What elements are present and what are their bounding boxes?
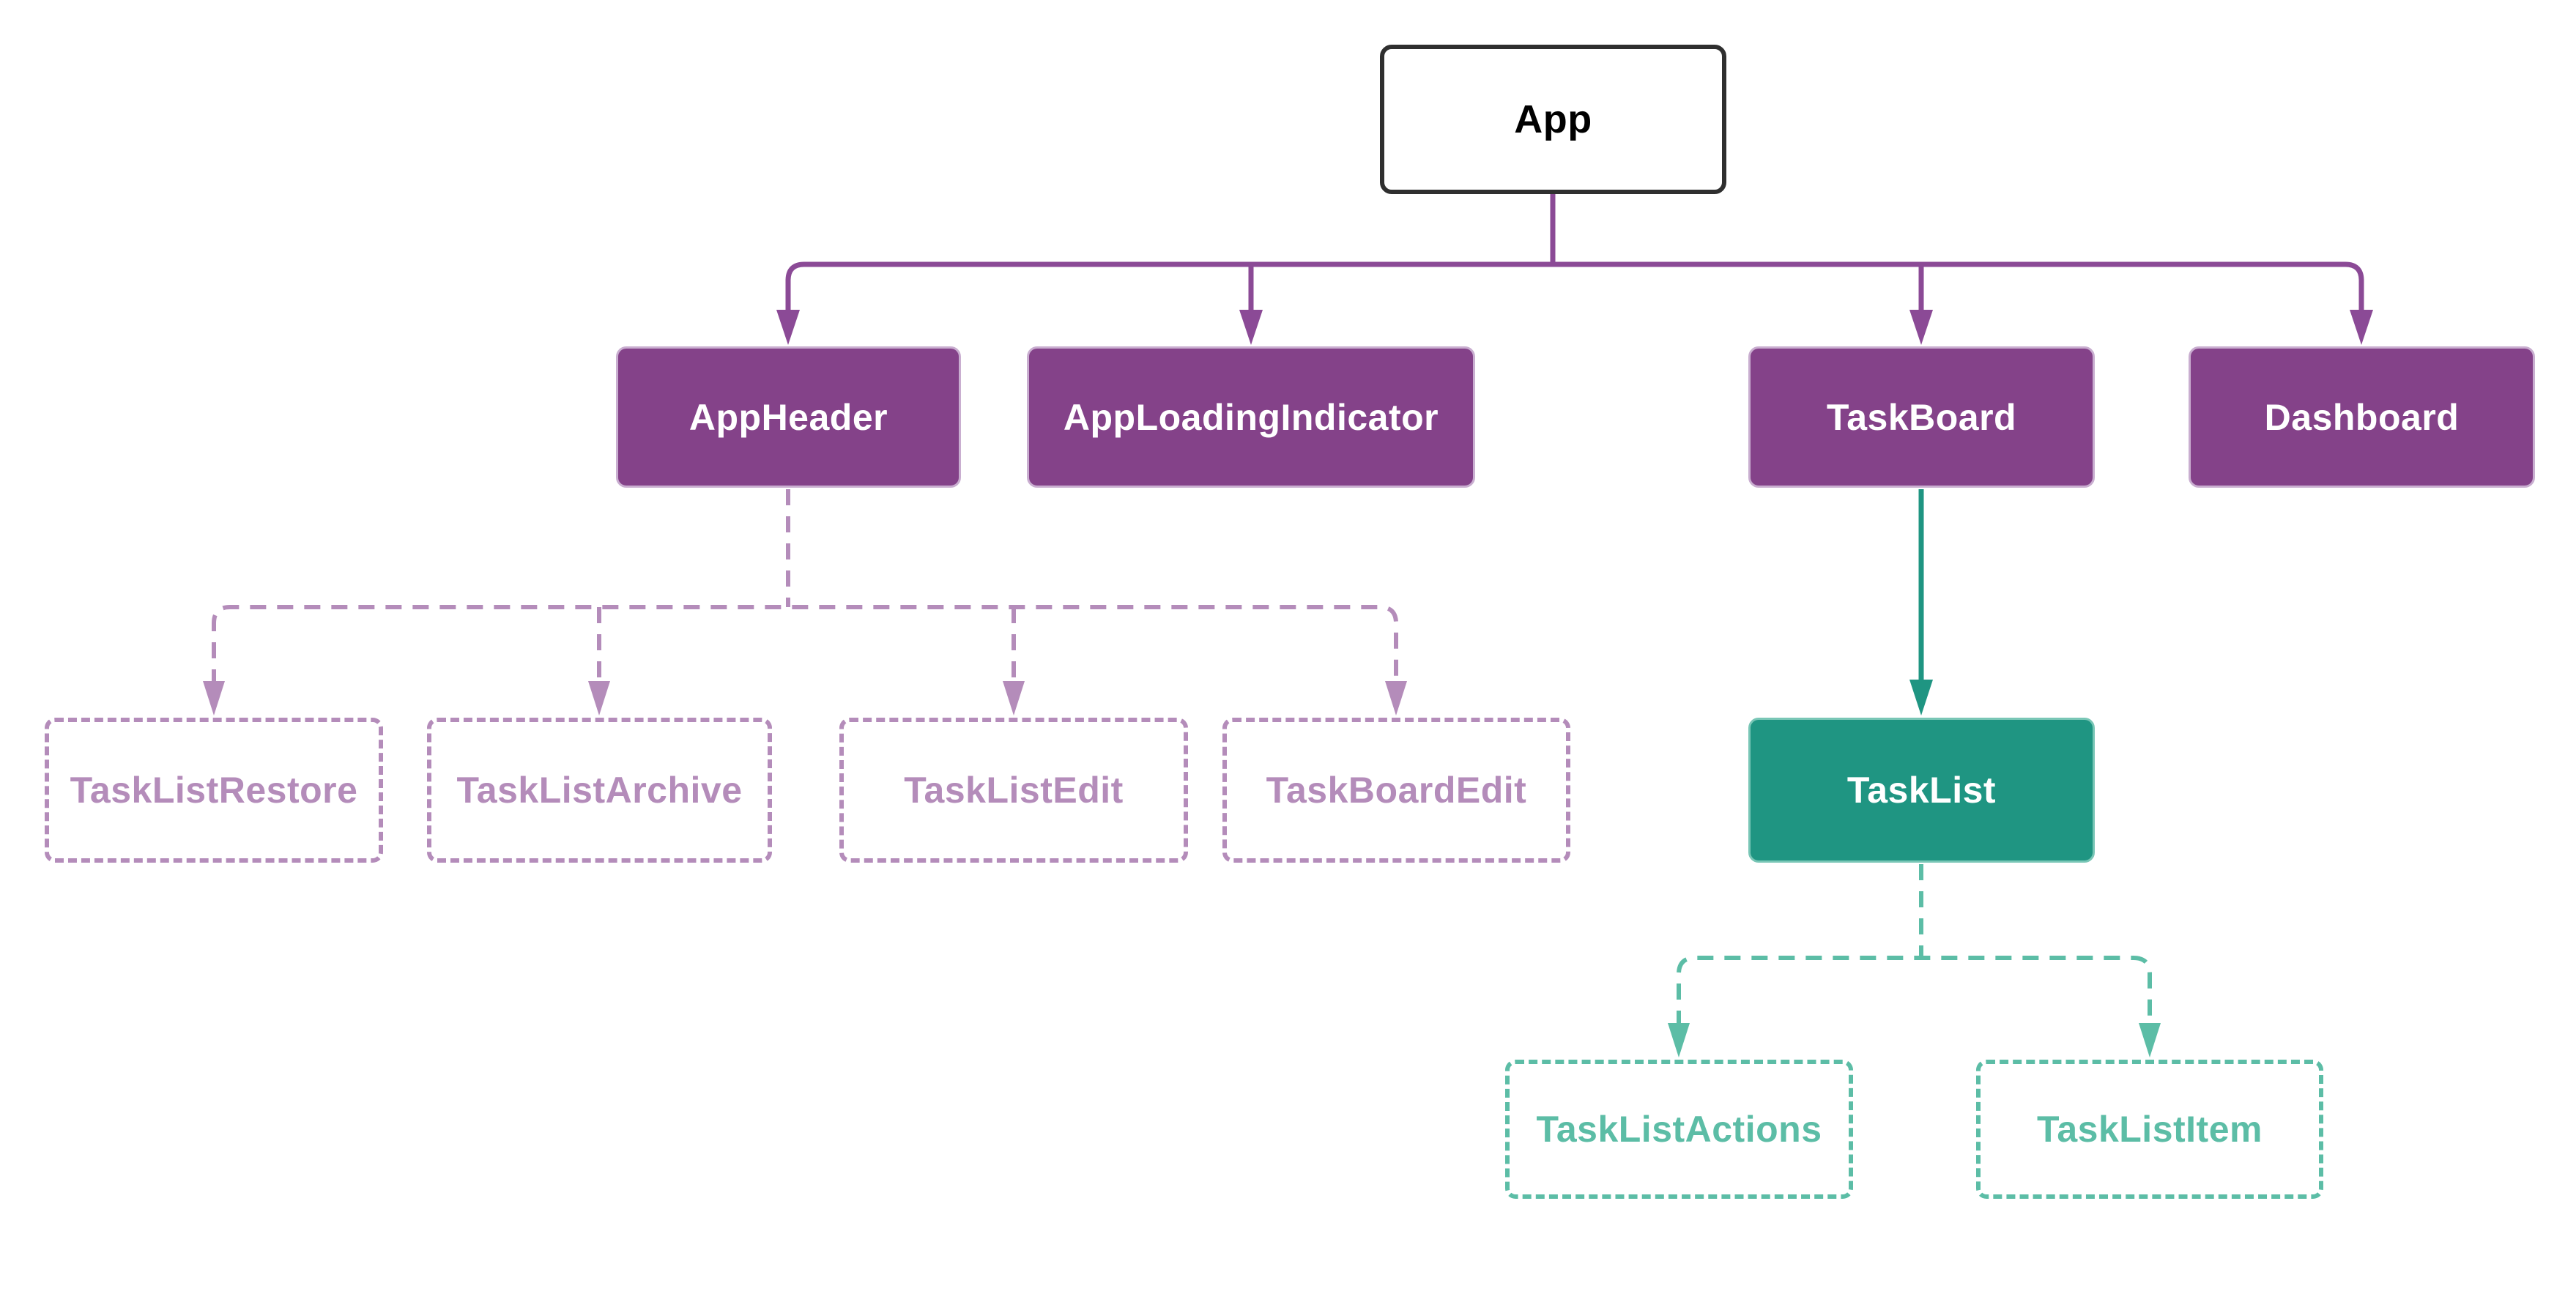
node-task-board-label: TaskBoard (1826, 396, 2017, 438)
arrowhead-taskboard-tasklist (1909, 680, 1933, 715)
node-task-list-archive-label: TaskListArchive (456, 770, 743, 811)
node-task-list-restore: TaskListRestore (45, 718, 383, 863)
node-task-board-edit: TaskBoardEdit (1222, 718, 1570, 863)
node-task-board: TaskBoard (1748, 346, 2095, 488)
arrowheads-tasklist-children (1668, 1023, 2161, 1057)
node-task-list-edit-label: TaskListEdit (904, 770, 1124, 811)
node-task-board-edit-label: TaskBoardEdit (1266, 770, 1527, 811)
arrowheads-appheader-children (203, 681, 1407, 715)
node-task-list-actions: TaskListActions (1505, 1060, 1853, 1199)
node-task-list-edit: TaskListEdit (839, 718, 1188, 863)
node-task-list-restore-label: TaskListRestore (70, 770, 358, 811)
node-dashboard-label: Dashboard (2264, 396, 2460, 438)
arrowheads-app-children (776, 310, 2373, 345)
node-dashboard: Dashboard (2189, 346, 2535, 488)
node-task-list-label: TaskList (1846, 770, 1997, 811)
node-app-label: App (1514, 97, 1592, 141)
node-app-header-label: AppHeader (688, 396, 888, 438)
node-task-list-actions-label: TaskListActions (1536, 1109, 1822, 1150)
edge-app-to-children (785, 193, 2364, 315)
node-app: App (1380, 45, 1726, 194)
edge-tasklist-to-children (1677, 864, 2152, 1027)
node-task-list-item-label: TaskListItem (2037, 1109, 2263, 1150)
node-task-list: TaskList (1748, 718, 2095, 863)
node-task-list-item: TaskListItem (1976, 1060, 2323, 1199)
node-app-loading-indicator-label: AppLoadingIndicator (1063, 396, 1439, 438)
node-task-list-archive: TaskListArchive (427, 718, 772, 863)
edge-appheader-to-children (212, 489, 1398, 685)
node-app-loading-indicator: AppLoadingIndicator (1027, 346, 1475, 488)
node-app-header: AppHeader (616, 346, 961, 488)
